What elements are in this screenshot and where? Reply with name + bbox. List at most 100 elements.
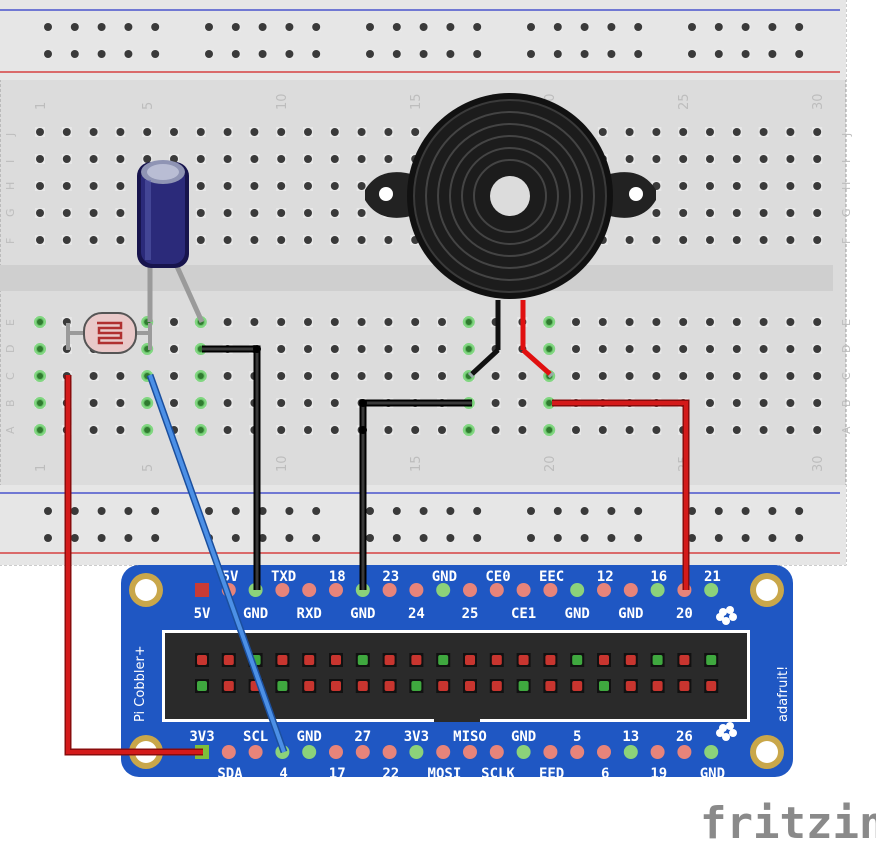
pin-label: GND: [243, 606, 268, 622]
edge-pin: [382, 583, 397, 597]
edge-pin: [463, 745, 477, 759]
piezo-buzzer: [365, 93, 656, 379]
edge-pin: [543, 745, 558, 759]
pin-label: 19: [650, 766, 667, 782]
breadboard-hole: [785, 371, 796, 381]
pin-label: 18: [329, 569, 346, 585]
breadboard-hole: [579, 506, 590, 516]
breadboard-hole: [61, 181, 72, 191]
breadboard-hole: [794, 49, 805, 59]
breadboard-hole: [284, 22, 295, 32]
connected-hole: [543, 424, 556, 436]
breadboard-hole: [687, 506, 697, 516]
breadboard-hole: [552, 506, 563, 516]
breadboard-hole: [705, 154, 715, 164]
breadboard-hole: [329, 208, 340, 218]
breadboard-hole: [731, 235, 742, 245]
breadboard-hole: [195, 127, 206, 137]
breadboard-hole: [812, 344, 823, 354]
header-pin: [704, 679, 719, 693]
breadboard-hole: [222, 371, 233, 381]
breadboard-hole: [597, 127, 608, 137]
edge-pin: [623, 583, 638, 597]
breadboard-hole: [249, 317, 260, 327]
pin-label: SCL: [243, 729, 268, 745]
breadboard-hole: [705, 181, 715, 191]
column-number: 5: [141, 464, 156, 472]
breadboard-hole: [624, 127, 635, 137]
breadboard-hole: [731, 344, 742, 354]
breadboard-hole: [552, 22, 563, 32]
header-pin: [516, 653, 531, 667]
breadboard-hole: [35, 181, 45, 191]
header-pin: [597, 679, 611, 693]
breadboard-hole: [579, 22, 590, 32]
breadboard-hole: [785, 154, 796, 164]
breadboard-hole: [303, 344, 313, 354]
breadboard-hole: [785, 317, 796, 327]
breadboard-hole: [713, 533, 724, 543]
breadboard-hole: [276, 425, 287, 435]
edge-pin: [302, 583, 317, 597]
breadboard-hole: [284, 533, 295, 543]
breadboard-hole: [571, 317, 581, 327]
breadboard-hole: [785, 181, 796, 191]
breadboard-hole: [740, 22, 751, 32]
breadboard-hole: [437, 425, 447, 435]
pin-label: GND: [511, 729, 536, 745]
edge-pin: [543, 583, 558, 597]
breadboard-hole: [437, 317, 447, 327]
edge-pin: [704, 583, 719, 597]
edge-pin: [248, 745, 263, 759]
breadboard-hole: [713, 506, 724, 516]
pin-label: GND: [350, 606, 375, 622]
breadboard-hole: [88, 154, 99, 164]
cobbler-side-label: Pi Cobbler+: [133, 645, 148, 722]
breadboard-hole: [678, 371, 689, 381]
breadboard-hole: [43, 533, 53, 543]
breadboard-hole: [651, 154, 662, 164]
breadboard-hole: [96, 533, 107, 543]
breadboard-hole: [812, 371, 823, 381]
breadboard-hole: [678, 208, 689, 218]
breadboard-hole: [597, 371, 608, 381]
breadboard-hole: [222, 235, 233, 245]
breadboard-hole: [490, 371, 501, 381]
breadboard-hole: [526, 49, 536, 59]
breadboard-hole: [812, 398, 823, 408]
breadboard-hole: [391, 506, 402, 516]
breadboard-hole: [410, 425, 421, 435]
edge-pin: [382, 745, 397, 759]
breadboard-hole: [597, 317, 608, 327]
pin-label: TXD: [271, 569, 296, 585]
breadboard-hole: [812, 425, 823, 435]
header-pin: [489, 653, 504, 667]
breadboard-hole: [794, 22, 805, 32]
breadboard-hole: [195, 154, 206, 164]
breadboard-hole: [579, 49, 590, 59]
breadboard-hole: [624, 154, 635, 164]
row-letter: E: [840, 319, 853, 326]
breadboard-hole: [410, 127, 421, 137]
header-pin: [436, 653, 451, 667]
column-number: 1: [34, 464, 49, 472]
breadboard-hole: [61, 235, 72, 245]
breadboard-hole: [490, 425, 501, 435]
connected-hole: [141, 424, 154, 436]
breadboard-hole: [678, 181, 689, 191]
power-rail-holes: [43, 22, 805, 543]
edge-pin: [409, 583, 424, 597]
header-pin: [597, 653, 611, 667]
breadboard-hole: [705, 127, 715, 137]
header-pin: [382, 653, 397, 667]
breadboard-hole: [571, 425, 581, 435]
breadboard-hole: [303, 181, 313, 191]
breadboard-hole: [731, 317, 742, 327]
breadboard-hole: [731, 208, 742, 218]
breadboard-hole: [365, 506, 375, 516]
breadboard-hole: [740, 506, 751, 516]
breadboard-hole: [329, 344, 340, 354]
